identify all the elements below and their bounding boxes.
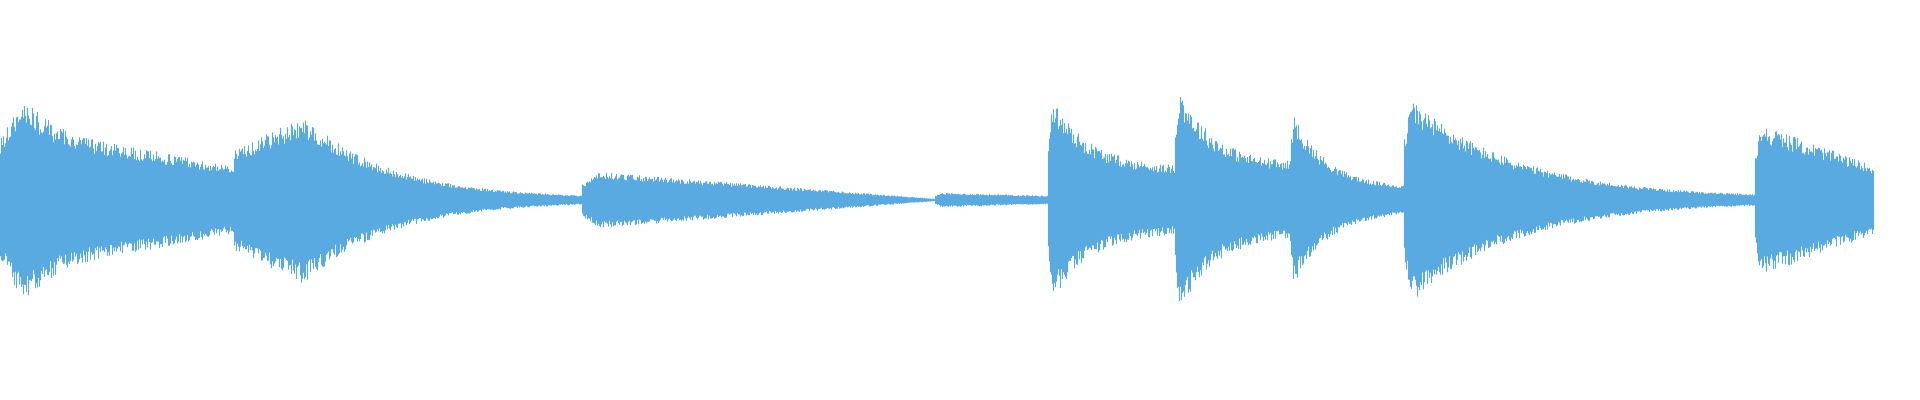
waveform-segment-5 [1047,108,1176,291]
waveform-segment-7 [1289,117,1405,279]
waveform-segment-2 [233,120,583,283]
waveform-segment-8 [1403,103,1756,297]
waveform-segment-4 [934,193,1049,208]
waveform-segment-1 [0,106,235,296]
waveform-segment-9 [1754,128,1875,272]
waveform-segment-6 [1174,97,1291,302]
waveform-envelope [0,97,1875,302]
waveform-segment-3 [581,172,936,228]
